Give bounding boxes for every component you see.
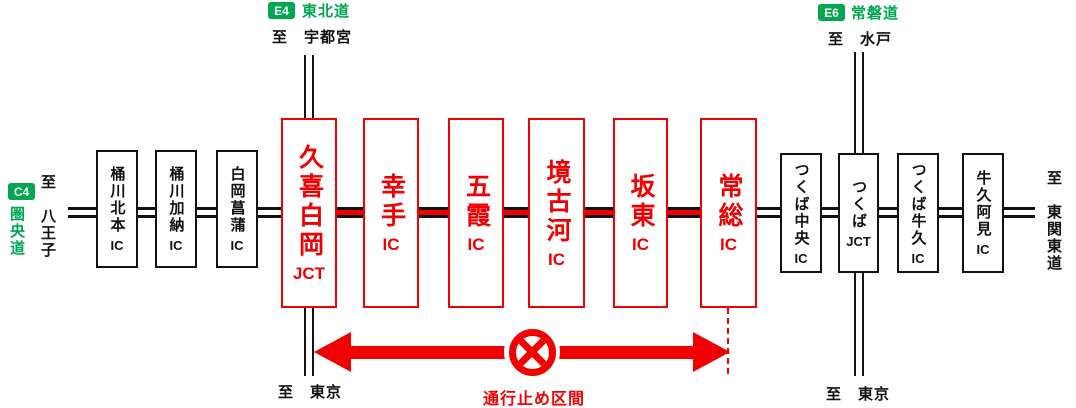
station-box-okegawa-kitamoto-ic: 桶川北本 IC: [96, 150, 138, 268]
direction-higashikanto: 至 東関東道: [1045, 170, 1062, 272]
station-box-bando-ic: 坂東 IC: [613, 118, 668, 308]
station-box-tsukuba-ushiku-ic: つくば牛久 IC: [897, 153, 939, 273]
station-box-okegawa-kano-ic: 桶川加納 IC: [155, 150, 197, 268]
station-name: つくば中央: [792, 161, 810, 247]
station-suffix: IC: [632, 235, 649, 254]
station-suffix: IC: [169, 238, 183, 253]
expressway-line-closed-section: [309, 207, 729, 218]
station-box-goka-ic: 五霞 IC: [448, 118, 504, 308]
station-box-tsukuba-jct: つくば JCT: [838, 153, 879, 273]
station-name: 白岡菖蒲: [228, 166, 246, 234]
station-name: 桶川加納: [167, 166, 185, 234]
direction-hachioji: 至 八王子: [39, 174, 56, 259]
no-entry-icon: [504, 324, 560, 380]
station-suffix: IC: [976, 242, 990, 257]
closure-arrow-right-head: [693, 332, 730, 372]
route-badge-e4: E4: [268, 2, 295, 19]
station-box-sakaikoga-ic: 境古河 IC: [528, 118, 585, 308]
direction-tokyo-left: 至 東京: [278, 384, 343, 401]
station-name: 五霞: [462, 173, 491, 231]
station-name: 境古河: [543, 158, 571, 246]
station-name: 久喜白岡: [295, 144, 324, 260]
station-box-satte-ic: 幸手 IC: [363, 118, 419, 308]
tohoku-branch-line-down: [304, 308, 314, 376]
no-entry-ring: [508, 328, 556, 376]
route-badge-e6: E6: [818, 4, 845, 21]
closure-section-label: 通行止め区間: [482, 391, 585, 408]
closure-arrow-left-head: [314, 332, 351, 372]
joban-branch-line-down: [854, 273, 864, 376]
station-name: 幸手: [377, 173, 406, 231]
station-suffix: IC: [230, 238, 244, 253]
station-name: 常総: [715, 173, 743, 231]
route-name-tohoku: 東北道: [302, 3, 351, 20]
station-suffix: IC: [720, 235, 737, 254]
tohoku-branch-line-up: [304, 55, 314, 118]
direction-mito: 至 水戸: [828, 31, 893, 48]
station-suffix: JCT: [846, 233, 871, 249]
route-badge-c4: C4: [8, 183, 35, 200]
station-name: 桶川北本: [108, 166, 126, 234]
station-name: つくば牛久: [909, 161, 927, 247]
station-suffix: IC: [467, 235, 485, 254]
station-suffix: IC: [382, 235, 400, 254]
station-box-kukishiraoka-jct: 久喜白岡 JCT: [281, 118, 337, 308]
route-name-joban: 常磐道: [851, 5, 900, 22]
station-suffix: IC: [110, 238, 124, 253]
station-suffix: JCT: [292, 264, 326, 283]
station-box-joso-ic: 常総 IC: [700, 118, 757, 308]
station-box-tsukuba-chuo-ic: つくば中央 IC: [780, 153, 822, 273]
station-suffix: IC: [548, 249, 565, 269]
station-name: つくば: [850, 178, 867, 230]
station-suffix: IC: [794, 250, 808, 266]
station-name: 坂東: [627, 173, 655, 231]
direction-tokyo-right: 至 東京: [826, 386, 891, 403]
station-suffix: IC: [911, 250, 925, 266]
joban-branch-line-up: [854, 52, 864, 153]
station-box-shiraoka-shobu-ic: 白岡菖蒲 IC: [216, 150, 258, 268]
direction-utsunomiya: 至 宇都宮: [272, 29, 353, 46]
station-box-ushiku-ami-ic: 牛久阿見 IC: [962, 153, 1004, 273]
route-name-kenodo: 圏央道: [8, 206, 25, 257]
station-name: 牛久阿見: [974, 170, 992, 238]
